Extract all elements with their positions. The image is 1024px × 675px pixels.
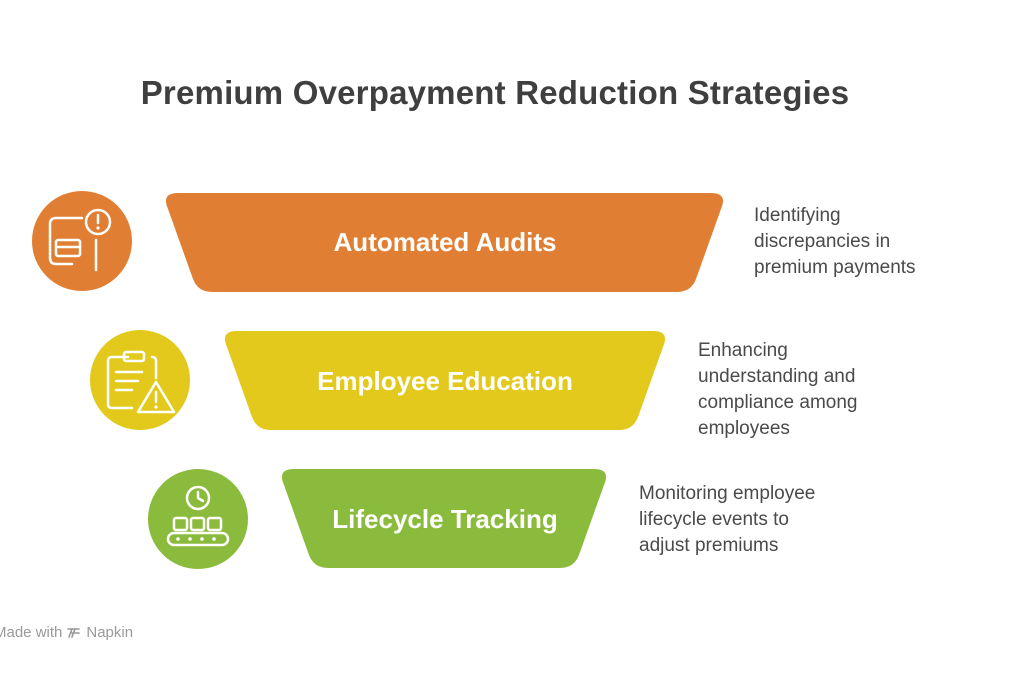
tier-lifecycle-tracking: Lifecycle Tracking [148,469,607,569]
tier-employee-education: Employee Education [90,330,666,430]
tier-label-1: Automated Audits [334,227,557,257]
made-with-label: Made with [0,624,63,641]
clipboard-warning-icon [90,330,190,430]
made-with-napkin: Made with Napkin [0,624,133,641]
tier-description-3: Monitoring employee lifecycle events to … [639,483,816,556]
funnel-band-2 [224,331,666,430]
napkin-logo-icon [67,627,81,638]
funnel-band-1 [165,193,724,292]
tier-label-2: Employee Education [317,366,573,396]
tier-description-1: Identifying discrepancies in premium pay… [754,205,916,278]
audit-alert-icon [32,191,132,291]
tier-description-2: Enhancing understanding and compliance a… [698,340,858,439]
funnel-band-3 [281,469,607,568]
tier-automated-audits: Automated Audits [32,191,724,292]
napkin-brand: Napkin [86,624,134,641]
diagram-title: Premium Overpayment Reduction Strategies [140,74,850,111]
clock-conveyor-icon [148,469,248,569]
tier-label-3: Lifecycle Tracking [332,504,557,534]
